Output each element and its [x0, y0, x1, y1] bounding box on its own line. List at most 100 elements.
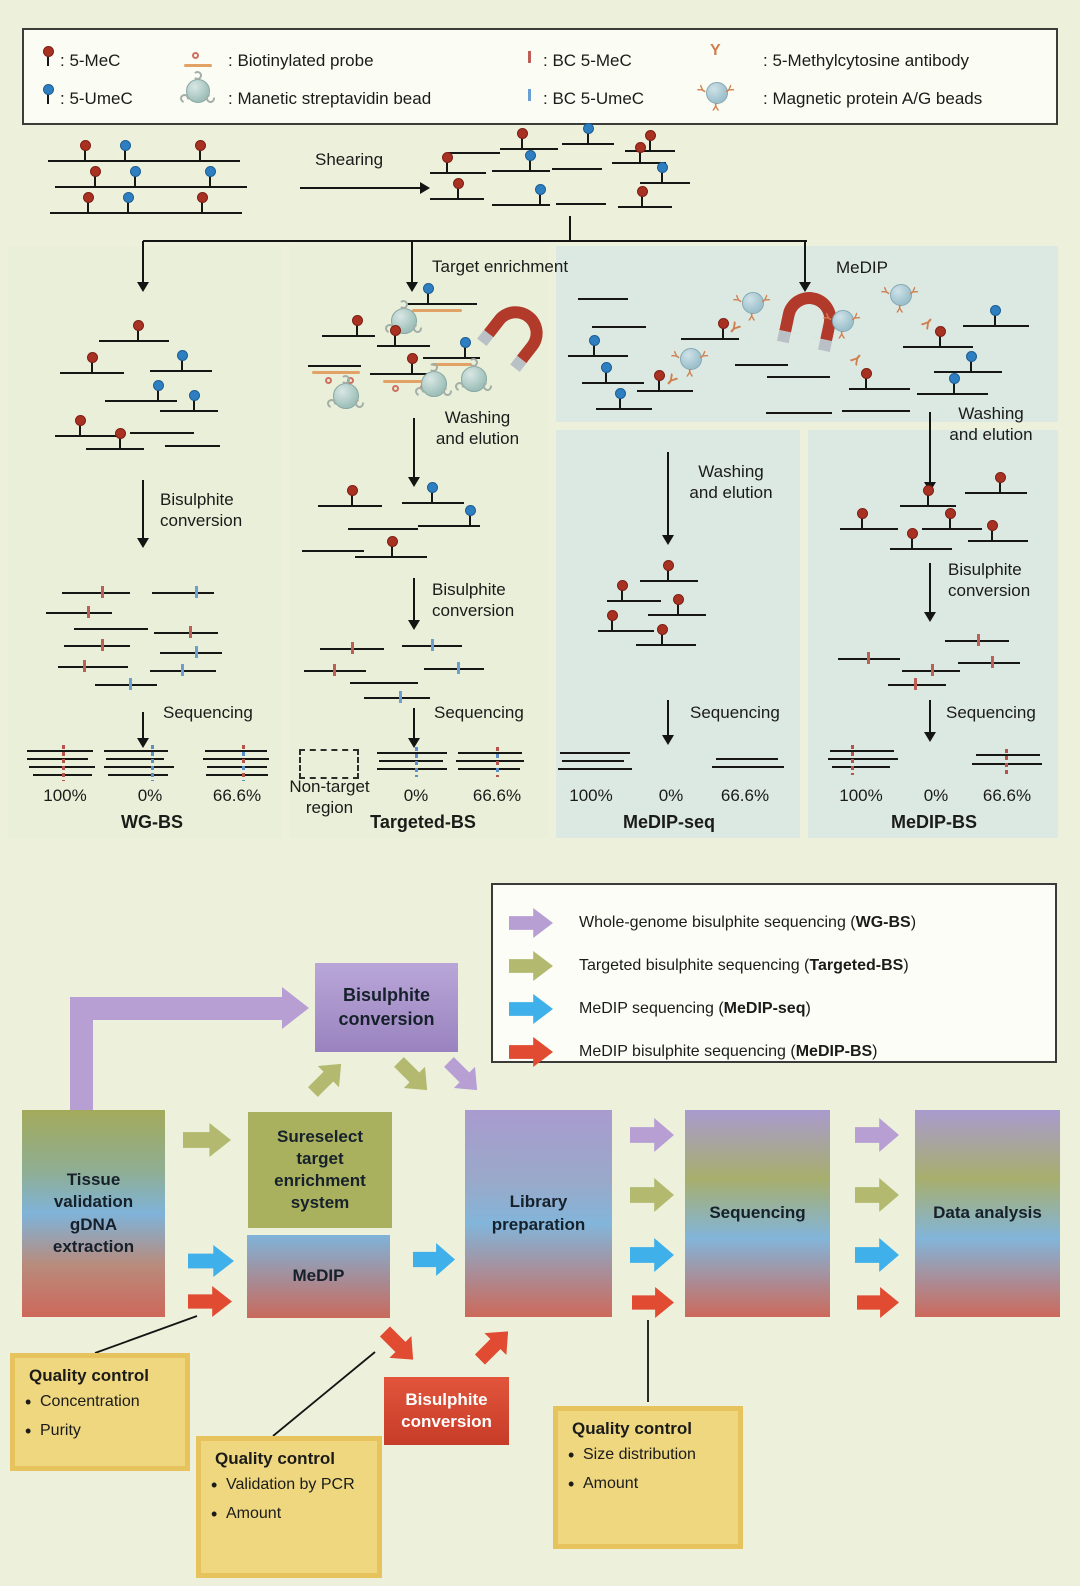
dna-fragment: [27, 750, 93, 752]
5mec-pin-icon: [654, 370, 665, 381]
dna-fragment: [830, 750, 894, 752]
dna-fragment: [840, 528, 898, 530]
dna-fragment: [849, 388, 910, 390]
flow-arrow-library-sequencing: [630, 1238, 674, 1272]
dna-fragment: [716, 758, 778, 760]
library-preparation-box: Library preparation: [465, 1110, 612, 1317]
flow-arrow-head: [408, 477, 420, 487]
wgbs-title: WG-BS: [121, 812, 183, 832]
5umec-pin-icon: [949, 373, 960, 384]
5mec-pin-icon: [657, 624, 668, 635]
pin-stick: [157, 388, 159, 400]
legend-label-bc-5mec: : BC 5-MeC: [543, 51, 632, 70]
bc-5umec-tick-icon: [399, 691, 402, 703]
pin-stick: [865, 376, 867, 388]
dna-fragment: [458, 752, 522, 754]
dna-fragment: [562, 143, 614, 145]
pin-stick: [994, 313, 996, 325]
5umec-pin-icon: [460, 337, 471, 348]
medip-bs-pct-66: 66.6%: [982, 786, 1032, 805]
pin-stick: [84, 148, 86, 160]
dna-fragment: [48, 160, 240, 162]
qc1-title: Quality control: [29, 1366, 149, 1385]
wgbs-sequencing-label: Sequencing: [163, 703, 253, 722]
flow-arrow-shaft: [929, 412, 931, 484]
medip-seq-flow-arrow-icon: [509, 994, 553, 1024]
dna-fragment: [598, 630, 654, 632]
pin-stick: [469, 513, 471, 525]
5mec-pin-icon: [637, 186, 648, 197]
dna-fragment: [900, 505, 956, 507]
dna-fragment: [402, 502, 464, 504]
magnet-tip: [818, 338, 833, 353]
5mec-pin-icon: [635, 142, 646, 153]
pin-stick: [91, 360, 93, 372]
flow-arrow-head: [137, 738, 149, 748]
dna-fragment: [612, 162, 666, 164]
5mec-pin-icon: [945, 508, 956, 519]
pin-stick: [134, 174, 136, 186]
5umec-pin-icon: [423, 283, 434, 294]
pin-stick: [677, 602, 679, 614]
bead-claw-icon: [429, 363, 438, 372]
pin-stick: [939, 334, 941, 346]
medip-seq-pct-0: 0%: [658, 786, 684, 805]
pin-stick: [667, 568, 669, 580]
bisulphite-conversion-box-top: Bisulphite conversion: [315, 963, 458, 1052]
flow-arrow-shaft: [413, 578, 415, 622]
legend-label-biotinylated-probe: : Biotinylated probe: [228, 51, 374, 70]
flow-legend-row-medip-seq: MeDIP sequencing (MeDIP-seq): [509, 993, 811, 1025]
pin-stick: [47, 92, 49, 104]
flow-arrow-shaft: [667, 700, 669, 737]
flow-arrow-medip-library: [413, 1243, 455, 1276]
medip-seq-pct-100: 100%: [569, 786, 613, 805]
flow-arrow-red-bisulphite-to-library: [469, 1320, 519, 1370]
flow-arrow-shaft: [142, 712, 144, 740]
5mec-pin-icon: [83, 192, 94, 203]
dna-fragment: [568, 355, 628, 357]
legend-label-5umec: : 5-UmeC: [60, 89, 133, 108]
methylation-read-column: [496, 747, 499, 777]
dna-fragment: [377, 345, 430, 347]
dna-fragment: [58, 666, 128, 668]
targeted-flow-arrow-icon: [509, 951, 553, 981]
dna-fragment: [318, 505, 382, 507]
flow-arrow-head: [408, 738, 420, 748]
pin-stick: [457, 186, 459, 198]
bc-5umec-tick-icon: [195, 646, 198, 658]
qc-box-2: Quality control Validation by PCR Amount: [196, 1436, 382, 1578]
5umec-pin-icon: [120, 140, 131, 151]
dna-fragment: [207, 766, 267, 768]
pin-stick: [639, 150, 641, 162]
dna-fragment: [308, 365, 361, 367]
dna-fragment: [558, 768, 632, 770]
dna-fragment: [203, 758, 269, 760]
dna-fragment: [922, 528, 982, 530]
non-target-region-label: Non-target region: [289, 777, 370, 817]
flow-arrow-medip-to-red-bisulphite: [374, 1320, 424, 1370]
legend-label-bc-5umec: : BC 5-UmeC: [543, 89, 645, 108]
bc-5mec-tick-icon: [914, 678, 917, 690]
flow-arrow-head: [406, 282, 418, 292]
dna-fragment: [458, 768, 520, 770]
dna-fragment: [206, 774, 268, 776]
antibody-icon: Y: [748, 310, 756, 322]
dna-fragment: [50, 212, 242, 214]
bc-5umec-tick-icon: [431, 639, 434, 651]
pin-stick: [411, 361, 413, 373]
biotin-circle-icon: [192, 52, 199, 59]
flow-arrow-library-sequencing: [630, 1178, 674, 1212]
dna-fragment: [828, 758, 898, 760]
pin-stick: [431, 490, 433, 502]
bc-5mec-tick-icon: [189, 626, 192, 638]
medip-bs-sequencing-label: Sequencing: [946, 703, 1036, 722]
flow-arrow-shaft: [929, 700, 931, 734]
dna-fragment: [105, 400, 177, 402]
magnet-tip: [776, 330, 792, 344]
biotin-probe-icon: [184, 64, 212, 67]
5mec-pin-icon: [907, 528, 918, 539]
shearing-label: Shearing: [315, 150, 384, 169]
pin-stick: [193, 398, 195, 410]
dna-fragment: [968, 540, 1028, 542]
qc3-title: Quality control: [572, 1419, 692, 1438]
